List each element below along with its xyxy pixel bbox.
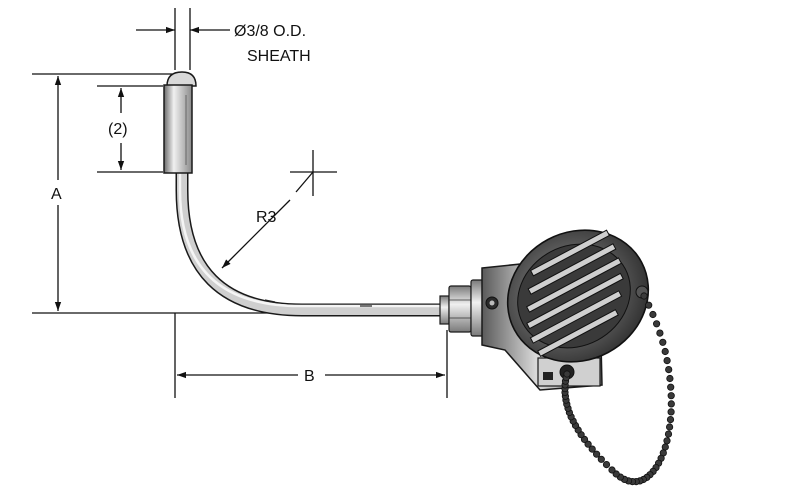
chain-bead <box>597 455 605 463</box>
chain-bead <box>667 392 675 400</box>
sheath-diameter-dimension: Ø3/8 O.D. SHEATH <box>136 8 311 70</box>
compression-fitting <box>439 279 486 337</box>
chain-bead <box>649 310 657 319</box>
chain-bead <box>667 408 675 416</box>
chain-bead <box>608 466 616 474</box>
chain-bead <box>667 400 675 408</box>
sheath-diameter-label: Ø3/8 O.D. <box>234 23 306 40</box>
radius-label: R3 <box>256 209 277 226</box>
sheath-label: SHEATH <box>247 48 311 65</box>
dimension-b: B <box>174 313 448 398</box>
radius-leader <box>295 171 314 193</box>
chain-bead <box>588 445 596 453</box>
chain-bead <box>665 365 673 374</box>
chain-bead <box>666 374 674 383</box>
radius-dimension: R3 <box>221 150 337 269</box>
chain-bead <box>667 383 675 391</box>
dimension-a-label: A <box>51 186 62 203</box>
chain-bead <box>661 347 669 356</box>
chain-bead <box>661 443 669 451</box>
dimension-2: (2) <box>97 85 163 173</box>
chain-bead <box>645 301 653 309</box>
chain-bead <box>663 356 671 365</box>
sheath-tip <box>163 71 197 174</box>
chain-bead <box>602 460 611 469</box>
dimension-2-label: (2) <box>108 121 128 138</box>
chain-bead <box>659 338 667 346</box>
chain-bead <box>563 370 571 378</box>
chain-bead <box>666 415 675 424</box>
dimension-a: A <box>32 73 480 314</box>
chain-bead <box>664 430 673 438</box>
chain-bead <box>584 440 592 448</box>
chain-bead <box>652 320 661 328</box>
cover-chain <box>561 292 675 486</box>
radius-leader <box>221 199 291 269</box>
chain-bead <box>665 423 674 431</box>
chain-bead <box>656 329 664 337</box>
connection-head <box>481 229 650 391</box>
chain-bead <box>640 292 648 300</box>
probe-sheath <box>175 150 445 317</box>
chain-bead <box>663 437 671 445</box>
dimension-b-label: B <box>304 368 315 385</box>
chain-bead <box>592 450 601 458</box>
